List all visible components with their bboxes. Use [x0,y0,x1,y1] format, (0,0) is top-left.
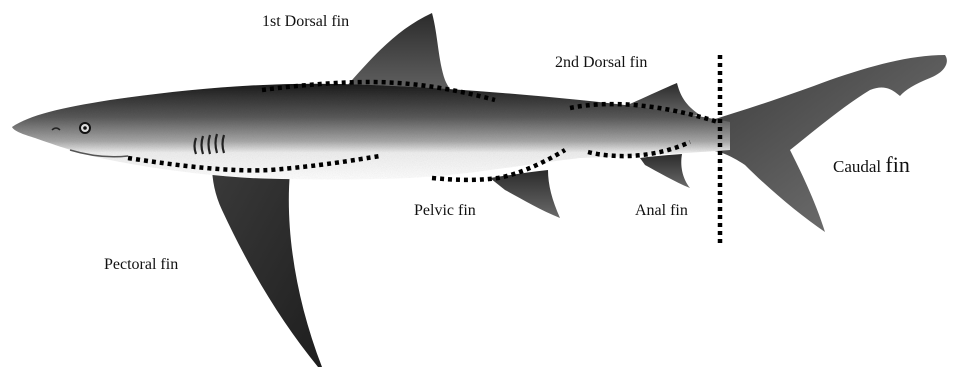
pelvic-fin-shape [490,170,560,218]
caudal-fin-label-word: Caudal [833,157,881,176]
pelvic-fin-label: Pelvic fin [414,202,476,220]
caudal-fin-shape [705,55,947,232]
pupil [83,126,87,130]
caudal-fin-label-fin: fin [885,152,909,177]
first-dorsal-fin-label: 1st Dorsal fin [262,13,349,31]
pectoral-fin-label: Pectoral fin [104,256,178,274]
pectoral-fin-shape [212,165,322,367]
anal-fin-label: Anal fin [635,202,688,220]
second-dorsal-fin-label: 2nd Dorsal fin [555,54,647,72]
caudal-fin-label: Caudal fin [833,152,910,178]
anal-fin-shape [640,154,690,188]
shark-body-shape [12,84,730,180]
